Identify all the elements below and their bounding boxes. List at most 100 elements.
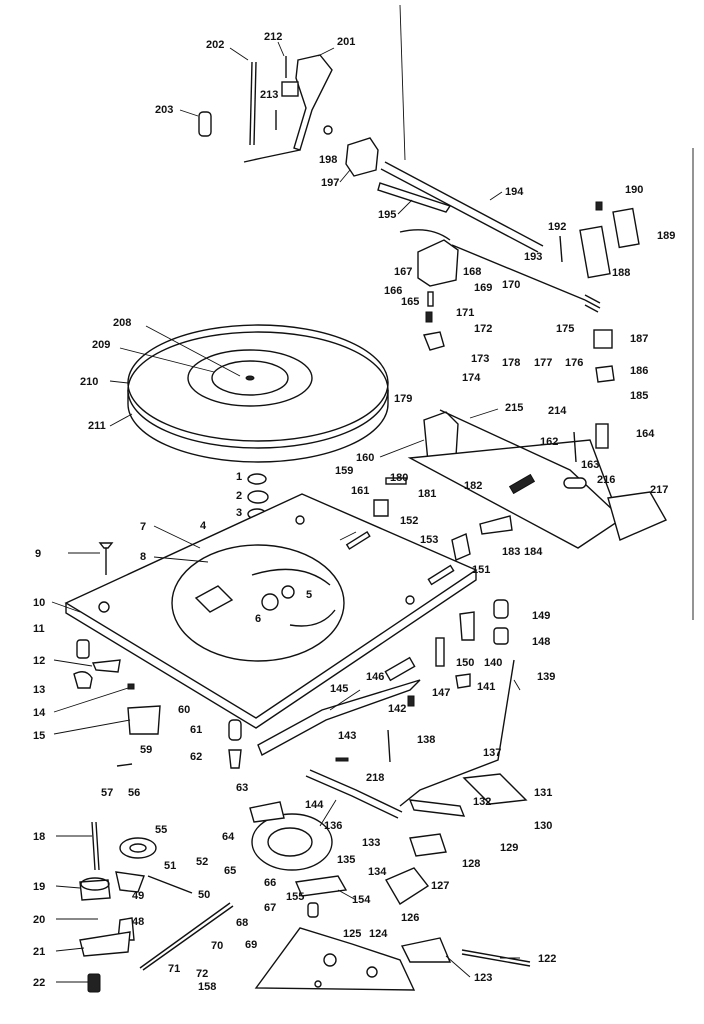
part-label-150: 150 (456, 657, 474, 669)
part-label-19: 19 (33, 881, 45, 893)
part-label-131: 131 (534, 787, 552, 799)
part-label-213: 213 (260, 89, 278, 101)
part-label-51: 51 (164, 860, 176, 872)
part-label-132: 132 (473, 796, 491, 808)
part-label-50: 50 (198, 889, 210, 901)
part-label-202: 202 (206, 39, 224, 51)
part-label-178: 178 (502, 357, 520, 369)
part-label-13: 13 (33, 684, 45, 696)
part-label-185: 185 (630, 390, 648, 402)
part-label-162: 162 (540, 436, 558, 448)
part-label-176: 176 (565, 357, 583, 369)
part-label-148: 148 (532, 636, 550, 648)
part-label-166: 166 (384, 285, 402, 297)
part-label-61: 61 (190, 724, 202, 736)
part-label-4: 4 (200, 520, 207, 532)
part-label-3: 3 (236, 507, 242, 519)
part-label-20: 20 (33, 914, 45, 926)
part-label-140: 140 (484, 657, 502, 669)
part-label-72: 72 (196, 968, 208, 980)
part-label-68: 68 (236, 917, 248, 929)
part-label-125: 125 (343, 928, 361, 940)
part-label-7: 7 (140, 521, 146, 533)
part-label-142: 142 (388, 703, 406, 715)
part-label-154: 154 (352, 894, 371, 906)
part-label-49: 49 (132, 890, 144, 902)
part-label-160: 160 (356, 452, 374, 464)
part-label-10: 10 (33, 597, 45, 609)
bottom-chassis (254, 927, 416, 991)
part-label-141: 141 (477, 681, 495, 693)
part-label-71: 71 (168, 963, 180, 975)
part-label-134: 134 (368, 866, 387, 878)
part-label-215: 215 (505, 402, 523, 414)
left-hardware (73, 542, 242, 993)
part-label-18: 18 (33, 831, 45, 843)
part-label-62: 62 (190, 751, 202, 763)
arm-rest-assembly (198, 54, 379, 177)
part-label-52: 52 (196, 856, 208, 868)
part-label-59: 59 (140, 744, 152, 756)
part-label-163: 163 (581, 459, 599, 471)
part-label-210: 210 (80, 376, 98, 388)
part-label-197: 197 (321, 177, 339, 189)
turntable-platter (127, 324, 389, 463)
part-label-159: 159 (335, 465, 353, 477)
part-label-190: 190 (625, 184, 643, 196)
part-label-65: 65 (224, 865, 236, 877)
part-label-63: 63 (236, 782, 248, 794)
part-label-137: 137 (483, 747, 501, 759)
part-label-144: 144 (305, 799, 324, 811)
part-label-64: 64 (222, 831, 235, 843)
part-label-208: 208 (113, 317, 131, 329)
part-label-69: 69 (245, 939, 257, 951)
part-label-122: 122 (538, 953, 556, 965)
part-label-128: 128 (462, 858, 480, 870)
part-label-164: 164 (636, 428, 655, 440)
part-label-123: 123 (474, 972, 492, 984)
part-label-127: 127 (431, 880, 449, 892)
part-label-11: 11 (33, 623, 45, 635)
part-label-194: 194 (505, 186, 524, 198)
part-label-138: 138 (417, 734, 435, 746)
center-mechanism (249, 656, 421, 918)
part-label-217: 217 (650, 484, 668, 496)
part-label-14: 14 (33, 707, 46, 719)
part-label-155: 155 (286, 891, 304, 903)
part-label-48: 48 (132, 916, 144, 928)
part-label-173: 173 (471, 353, 489, 365)
part-label-60: 60 (178, 704, 190, 716)
part-label-21: 21 (33, 946, 45, 958)
part-label-56: 56 (128, 787, 140, 799)
part-label-124: 124 (369, 928, 388, 940)
part-label-9: 9 (35, 548, 41, 560)
part-label-203: 203 (155, 104, 173, 116)
part-label-195: 195 (378, 209, 396, 221)
part-label-145: 145 (330, 683, 348, 695)
part-label-211: 211 (88, 420, 106, 432)
part-label-158: 158 (198, 981, 216, 993)
part-label-171: 171 (456, 307, 474, 319)
part-label-177: 177 (534, 357, 552, 369)
part-label-187: 187 (630, 333, 648, 345)
part-label-169: 169 (474, 282, 492, 294)
part-label-212: 212 (264, 31, 282, 43)
part-label-15: 15 (33, 730, 45, 742)
part-label-70: 70 (211, 940, 223, 952)
part-label-22: 22 (33, 977, 45, 989)
part-label-161: 161 (351, 485, 369, 497)
part-label-167: 167 (394, 266, 412, 278)
part-label-188: 188 (612, 267, 630, 279)
part-label-193: 193 (524, 251, 542, 263)
part-label-218: 218 (366, 772, 384, 784)
part-label-198: 198 (319, 154, 337, 166)
part-label-151: 151 (472, 564, 490, 576)
part-label-184: 184 (524, 546, 543, 558)
part-label-135: 135 (337, 854, 355, 866)
part-label-1: 1 (236, 471, 242, 483)
part-label-139: 139 (537, 671, 555, 683)
part-label-189: 189 (657, 230, 675, 242)
